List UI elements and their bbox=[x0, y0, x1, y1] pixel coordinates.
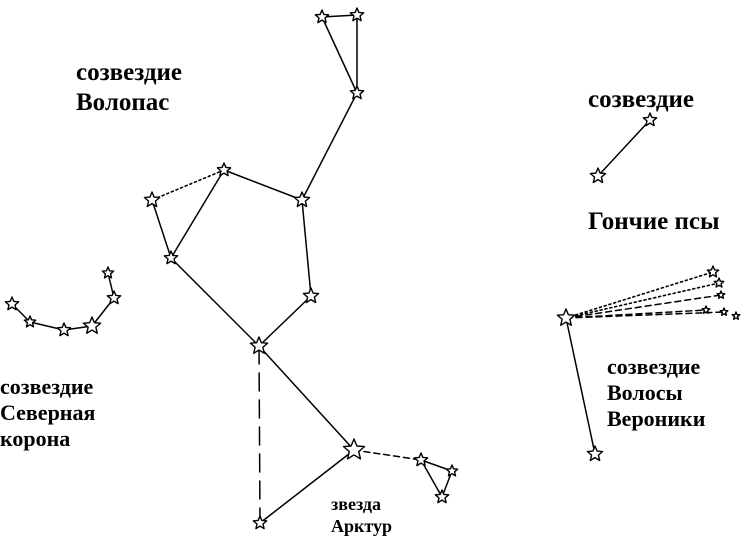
star-icon-b8 bbox=[302, 287, 320, 304]
star-icon-r1 bbox=[4, 296, 20, 311]
star-icon-m1 bbox=[556, 308, 576, 326]
star-icon-m7 bbox=[731, 311, 741, 320]
label-corona-borealis-line3: корона bbox=[0, 425, 71, 451]
star-icon-r2 bbox=[23, 315, 37, 328]
star-icon-r3 bbox=[56, 322, 72, 337]
line-b11-b13 bbox=[420, 459, 443, 498]
line-m1-m2 bbox=[565, 271, 714, 319]
star-icon-m2 bbox=[706, 265, 720, 278]
star-icon-b13 bbox=[434, 489, 450, 504]
label-bootes: созвездие Волопас bbox=[76, 58, 182, 117]
star-icon-b3 bbox=[349, 85, 365, 100]
star-icon-b1 bbox=[314, 9, 330, 24]
label-coma-berenices-line2: Волосы bbox=[607, 379, 683, 405]
star-icon-m4 bbox=[716, 290, 726, 299]
line-m1-m6 bbox=[565, 311, 725, 319]
constellation-stars bbox=[4, 7, 741, 530]
label-corona-borealis-line2: Северная bbox=[0, 399, 96, 425]
star-icon-m8 bbox=[586, 445, 604, 462]
line-b3-b4 bbox=[301, 92, 358, 201]
label-arcturus-line2: Арктур bbox=[331, 515, 392, 536]
star-icon-m6 bbox=[719, 307, 729, 316]
star-icon-b6 bbox=[143, 191, 161, 208]
line-b7-b9 bbox=[170, 257, 260, 347]
line-b1-b3 bbox=[321, 16, 358, 94]
label-coma-berenices-line3: Вероники bbox=[607, 405, 706, 431]
line-b6-b7 bbox=[151, 199, 172, 259]
label-corona-borealis: созвездие Северная корона bbox=[0, 374, 95, 452]
line-b10-b14 bbox=[259, 449, 355, 524]
star-icon-b14 bbox=[252, 515, 268, 530]
label-canes-venatici-line1: созвездие bbox=[588, 85, 694, 115]
line-b4-b8 bbox=[301, 199, 312, 297]
star-icon-c1 bbox=[642, 112, 658, 127]
line-b9-b10 bbox=[258, 345, 355, 451]
star-icon-c2 bbox=[589, 167, 607, 184]
label-bootes-line1: созвездие bbox=[76, 59, 182, 86]
line-b1-b2 bbox=[321, 14, 358, 18]
label-arcturus-line1: звезда bbox=[331, 494, 381, 514]
label-coma-berenices: созвездие Волосы Вероники bbox=[607, 354, 705, 432]
line-b9-b14 bbox=[258, 345, 261, 524]
line-b4-b5 bbox=[223, 169, 303, 201]
constellation-lines bbox=[11, 14, 725, 524]
star-icon-r5 bbox=[106, 290, 122, 305]
star-icon-m3 bbox=[713, 277, 725, 288]
line-b5-b6 bbox=[151, 169, 225, 201]
line-c1-c2 bbox=[597, 119, 651, 177]
line-b10-b11 bbox=[353, 449, 422, 461]
label-corona-borealis-line1: созвездие bbox=[0, 374, 94, 399]
star-icon-b9 bbox=[249, 336, 269, 354]
line-m1-m8 bbox=[565, 317, 596, 455]
star-icon-r6 bbox=[101, 266, 115, 279]
star-icon-b7 bbox=[163, 250, 179, 265]
line-b5-b7 bbox=[170, 169, 225, 259]
label-arcturus: звезда Арктур bbox=[331, 494, 392, 537]
label-canes-venatici-line2: Гончие псы bbox=[588, 207, 719, 237]
label-canes-venatici-word2: Гончие псы bbox=[588, 208, 720, 235]
star-icon-r4 bbox=[82, 316, 102, 334]
star-icon-m5 bbox=[701, 305, 711, 314]
star-icon-b2 bbox=[349, 7, 365, 22]
line-m1-m3 bbox=[565, 282, 720, 319]
star-icon-b11 bbox=[413, 452, 429, 467]
label-canes-venatici-word1: созвездие bbox=[588, 86, 694, 113]
line-m1-m4 bbox=[565, 294, 722, 319]
star-icon-b4 bbox=[293, 191, 311, 208]
line-b8-b9 bbox=[258, 295, 312, 347]
star-icon-b10 bbox=[342, 438, 366, 460]
star-icon-b5 bbox=[216, 162, 232, 177]
label-coma-berenices-line1: созвездие bbox=[607, 354, 701, 379]
star-icon-b12 bbox=[445, 464, 459, 477]
label-bootes-line2: Волопас bbox=[76, 88, 170, 116]
